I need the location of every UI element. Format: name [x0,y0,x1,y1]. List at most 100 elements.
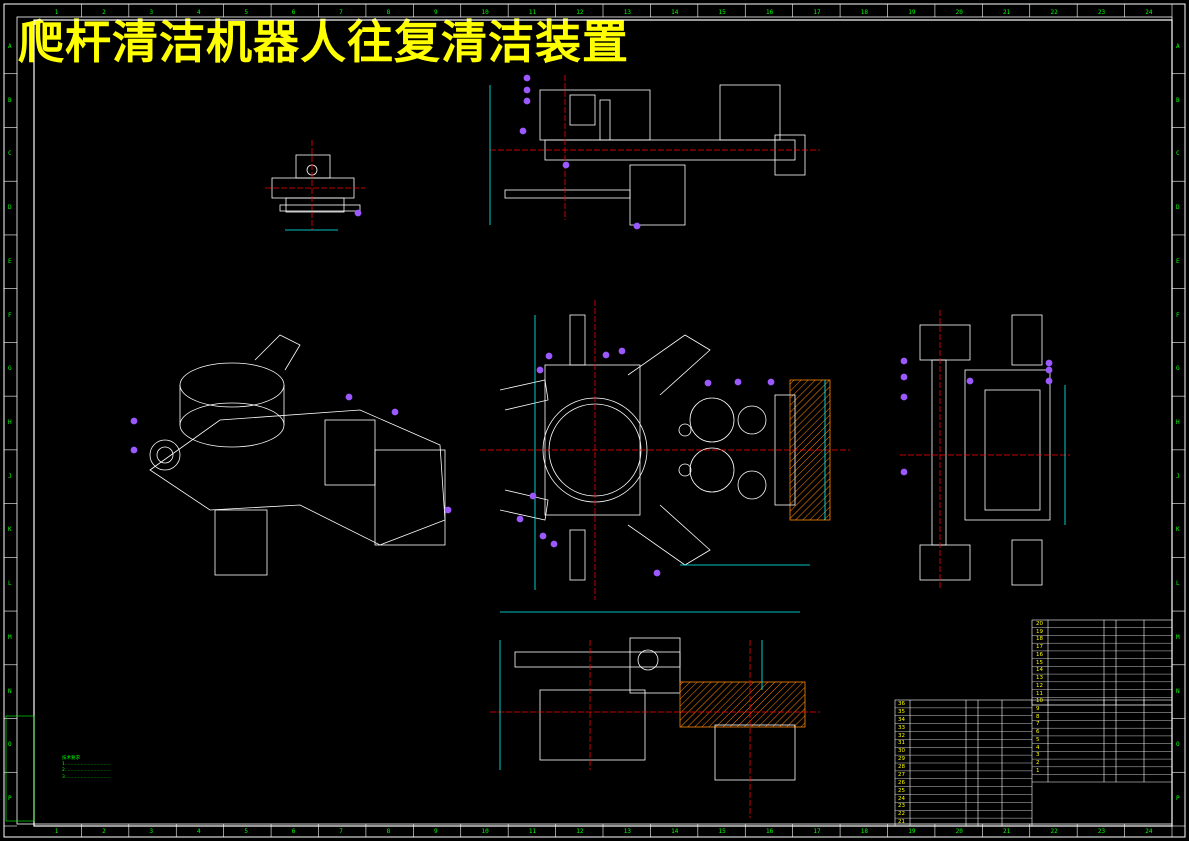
zone-number: 16 [765,828,774,835]
zone-number: 12 [576,828,584,835]
zone-number: 23 [1097,9,1106,16]
zone-number: 20 [955,9,963,16]
zone-letter: M [1176,633,1180,641]
zone-letter: B [1176,96,1180,104]
zone-number: 24 [1145,828,1153,835]
zone-number: 7 [339,828,343,835]
zone-number: 19 [908,828,916,835]
zone-letter: E [1176,257,1180,265]
zone-number: 2 [102,9,106,16]
bom-item-number: 6 [1036,729,1040,736]
zone-number: 14 [671,828,679,835]
bom-item-number: 23 [898,803,905,810]
zone-number: 21 [1003,9,1011,16]
zone-letter: F [8,311,12,319]
zone-letter: A [1176,42,1180,50]
zone-letter: E [8,257,12,265]
bom-item-number: 24 [898,795,905,802]
outer-border [3,3,1186,838]
zone-number: 17 [813,828,821,835]
bom-item-number: 25 [898,787,905,794]
bom-item-number: 18 [1036,636,1043,643]
bom-item-number: 9 [1036,706,1040,712]
view-bottom [490,637,820,818]
zone-letter: P [1176,795,1180,803]
bom-item-number: 29 [898,756,905,763]
bom-item-number: 34 [898,716,905,723]
zone-letter: L [8,580,12,588]
bom-item-number: 4 [1036,744,1040,751]
zone-number: 10 [481,9,489,16]
zone-number: 2 [102,828,106,835]
zone-number: 8 [386,9,391,16]
zone-letter: D [1176,204,1180,212]
zone-number: 19 [908,9,916,16]
bom-item-number: 10 [1036,698,1043,705]
zone-letter: H [1176,419,1180,426]
bom-item-number: 28 [898,764,905,770]
zone-letter: J [1176,472,1180,480]
bom-item-number: 21 [898,819,905,826]
zone-letter: J [8,472,12,480]
zone-letter: D [8,204,12,212]
zone-letter: A [8,42,12,50]
zone-letter: N [1176,687,1180,695]
zone-number: 14 [671,9,679,16]
bom-item-number: 35 [898,708,905,715]
zone-number: 23 [1097,828,1106,835]
bom-item-number: 12 [1036,682,1043,689]
zone-number: 11 [528,828,537,835]
zone-number: 12 [576,9,584,16]
bom-item-number: 5 [1036,736,1040,743]
zone-number: 6 [291,828,296,835]
zone-number: 6 [291,9,296,16]
technical-notes: 技术要求 1. .............................. 2… [62,756,111,781]
zone-number: 10 [481,828,489,835]
bom-rows [895,627,1172,827]
zone-band [16,16,1173,825]
zone-letter: C [1176,150,1180,158]
bom-item-number: 11 [1036,690,1043,697]
bom-table-upper [1031,619,1173,706]
zone-number: 8 [386,828,391,835]
notes-line: 1. .............................. [62,762,111,768]
bom-item-number: 14 [1036,667,1043,674]
zone-letter: M [8,633,12,641]
bom-item-number: 36 [898,701,905,707]
zone-letter: G [8,365,12,373]
revision-box [5,715,35,822]
zone-number: 3 [149,9,154,16]
view-top [489,74,820,230]
bom-item-number: 13 [1036,675,1043,682]
zone-number: 20 [955,828,963,835]
zone-letter: K [8,526,12,534]
zone-number: 5 [244,9,248,16]
zone-number: 9 [434,9,438,16]
zone-number: 3 [149,828,154,835]
drawing-title: 爬杆清洁机器人往复清洁装置 [18,15,629,69]
zone-number: 13 [623,828,631,835]
zone-number: 4 [196,828,201,835]
zone-number: 13 [623,9,631,16]
bom-item-number: 15 [1036,659,1043,666]
zone-number: 1 [54,9,59,16]
zone-number: 18 [860,828,869,835]
bom-item-number: 7 [1036,721,1040,728]
zone-number: 17 [813,9,821,16]
zone-number: 9 [434,828,438,835]
zone-letter: C [8,150,12,158]
bom-item-number: 1 [1036,767,1040,774]
bom-item-number: 30 [898,748,905,755]
zone-number: 22 [1050,9,1058,16]
zone-number: 7 [339,9,343,16]
bom-item-number: 16 [1036,651,1043,658]
bom-item-number: 3 [1036,752,1040,759]
zone-letter: P [8,795,12,803]
view-front [480,300,850,613]
zone-number: 5 [244,828,248,835]
zone-number: 22 [1050,828,1058,835]
zone-letter: H [8,419,12,426]
zone-number: 24 [1145,9,1153,16]
view-top-small [265,140,365,231]
